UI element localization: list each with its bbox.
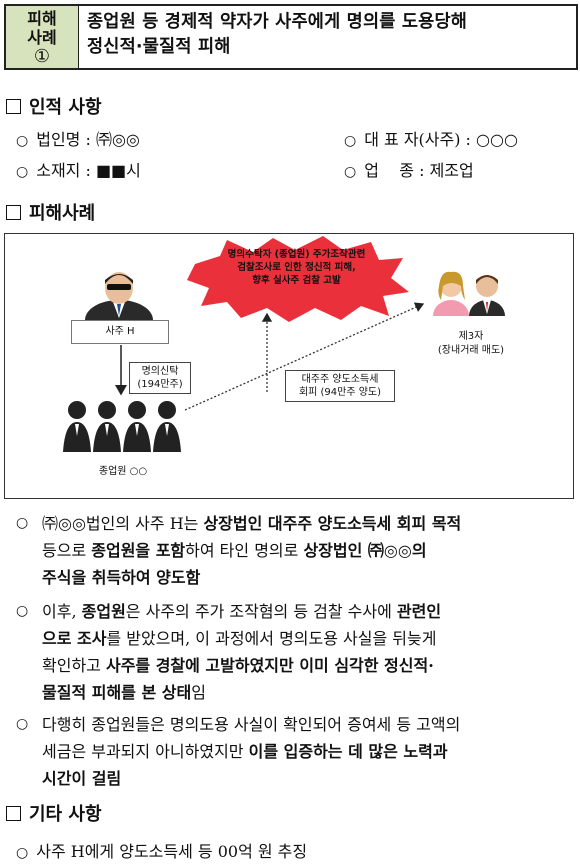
- third-party-label: 제3자 (장내거래 매도): [437, 331, 505, 356]
- section-case-heading: 피해사례: [6, 199, 95, 225]
- square-bullet-icon: [6, 98, 21, 114]
- case-bullet-3: ○ 다행히 종업원들은 명의도용 사실이 확인되어 증여세 등 고액의 세금은 …: [16, 711, 576, 792]
- case-tag-line2: 사례: [27, 27, 57, 47]
- employee-label: 종업원 ○○: [98, 466, 148, 477]
- circle-bullet-icon: ○: [16, 603, 29, 619]
- circle-bullet-icon: ○: [16, 845, 29, 861]
- explosion-burst-icon: [187, 236, 409, 322]
- owner-label-box: 사주 H: [71, 320, 169, 344]
- square-bullet-icon: [6, 204, 21, 220]
- case-title: 종업원 등 경제적 약자가 사주에게 명의를 도용당해 정신적·물질적 피해: [79, 6, 576, 68]
- case-tag-line1: 피해: [27, 8, 57, 28]
- location: ○소재지 : ■■시: [16, 161, 141, 180]
- diagram-arrows: [115, 236, 425, 411]
- square-bullet-icon: [6, 805, 21, 821]
- case-title-line1: 종업원 등 경제적 약자가 사주에게 명의를 도용당해: [87, 12, 468, 32]
- case-bullet-2: ○ 이후, 종업원은 사주의 주가 조작혐의 등 검찰 수사에 관련인 으로 조…: [16, 598, 576, 706]
- nominee-note: 명의신탁 (194만주): [129, 362, 191, 394]
- case-tag: 피해 사례 ①: [6, 6, 79, 68]
- burst-caption: 명의수탁자 (종업원) 주가조작관련 검찰조사로 인한 정신적 피해, 향후 실…: [227, 249, 366, 286]
- section-other-heading: 기타 사항: [6, 800, 102, 826]
- business-type: ○업 종 : 제조업: [344, 161, 474, 180]
- case-diagram: 명의수탁자 (종업원) 주가조작관련 검찰조사로 인한 정신적 피해, 향후 실…: [4, 233, 574, 499]
- third-party-couple-icon: [433, 271, 505, 316]
- circle-bullet-icon: ○: [16, 133, 29, 149]
- company-name: ○법인명 : ㈜◎◎: [16, 130, 140, 149]
- case-bullet-1: ○ ㈜◎◎법인의 사주 H는 상장법인 대주주 양도소득세 회피 목적 등으로 …: [16, 510, 576, 591]
- employees-group-icon: [63, 401, 181, 452]
- transfer-note: 대주주 양도소득세 회피 (94만주 양도): [285, 370, 395, 402]
- case-title-box: 피해 사례 ① 종업원 등 경제적 약자가 사주에게 명의를 도용당해 정신적·…: [4, 4, 578, 70]
- circle-bullet-icon: ○: [344, 164, 357, 180]
- circle-bullet-icon: ○: [344, 133, 357, 149]
- circle-bullet-icon: ○: [16, 515, 29, 531]
- circle-bullet-icon: ○: [16, 716, 29, 732]
- case-title-line2: 정신적·물질적 피해: [87, 37, 231, 57]
- businessman-icon: [85, 272, 153, 320]
- other-item: ○사주 H에게 양도소득세 등 00억 원 추징: [16, 842, 308, 861]
- case-tag-number: ①: [33, 45, 51, 67]
- circle-bullet-icon: ○: [16, 164, 29, 180]
- section-info-heading: 인적 사항: [6, 93, 102, 119]
- ceo-name: ○대 표 자(사주) : ○○○: [344, 130, 518, 149]
